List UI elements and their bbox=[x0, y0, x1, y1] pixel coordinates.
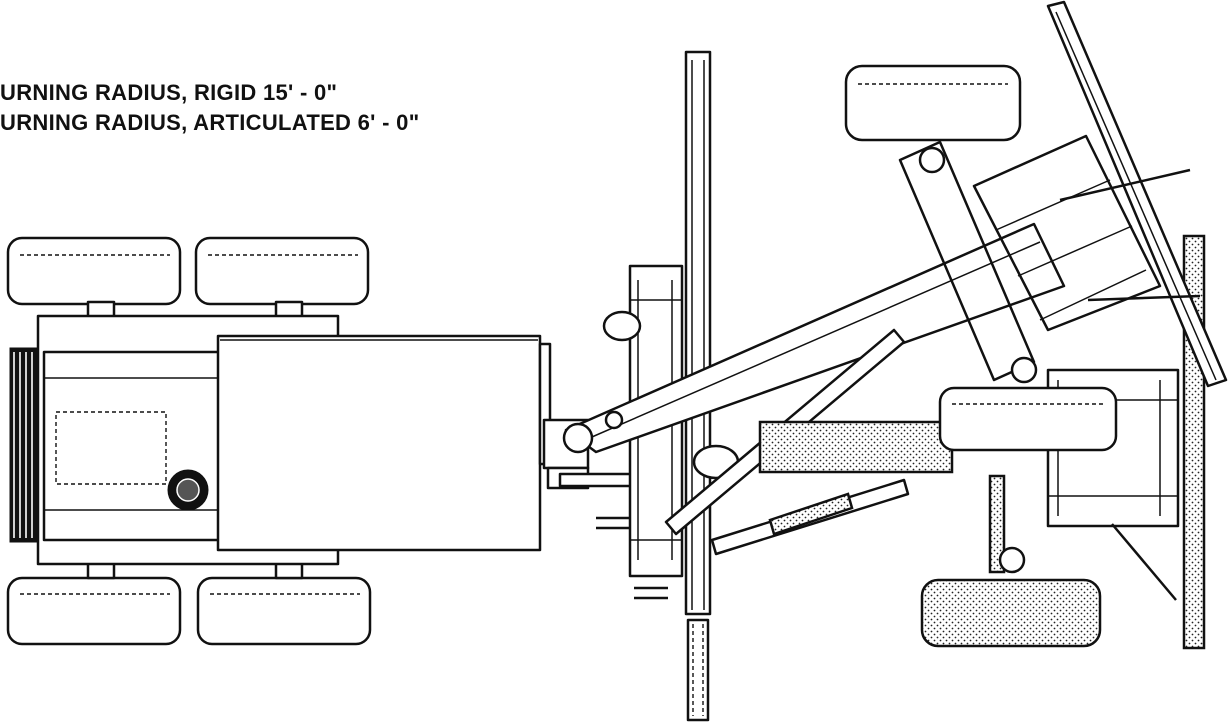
steering-joint bbox=[998, 546, 1026, 574]
rear-right-outer-wheel bbox=[6, 576, 182, 646]
moldboard-blade bbox=[1046, 0, 1228, 388]
hydraulic-fitting bbox=[602, 310, 642, 342]
pivot-frame-rail bbox=[684, 50, 712, 616]
front-center-wheel bbox=[938, 386, 1118, 452]
front-wheels bbox=[844, 64, 1118, 648]
drawbar-pin bbox=[604, 410, 624, 430]
rear-left-inner-wheel bbox=[194, 236, 370, 306]
turning-radius-articulated-label: URNING RADIUS, ARTICULATED 6' - 0" bbox=[0, 110, 420, 135]
engine-hood bbox=[42, 350, 224, 542]
blade-pivot bbox=[918, 146, 946, 174]
moldboard-assembly bbox=[898, 0, 1228, 388]
operator-cab bbox=[216, 334, 542, 552]
rear-tractor-unit bbox=[6, 236, 634, 646]
drawbar-pivot bbox=[562, 422, 594, 454]
rear-right-inner-wheel bbox=[196, 576, 372, 646]
blade-pivot bbox=[1010, 356, 1038, 384]
front-frame-beam bbox=[758, 420, 954, 474]
turning-radius-rigid-label: URNING RADIUS, RIGID 15' - 0" bbox=[0, 80, 338, 105]
drive-shaft bbox=[558, 472, 634, 488]
rear-left-outer-wheel bbox=[6, 236, 182, 306]
front-left-wheel bbox=[844, 64, 1022, 142]
blade-circle-frame bbox=[972, 134, 1162, 332]
steering-arm bbox=[988, 474, 1006, 574]
pivot-rail-lower bbox=[686, 618, 710, 722]
front-right-wheel bbox=[920, 578, 1102, 648]
